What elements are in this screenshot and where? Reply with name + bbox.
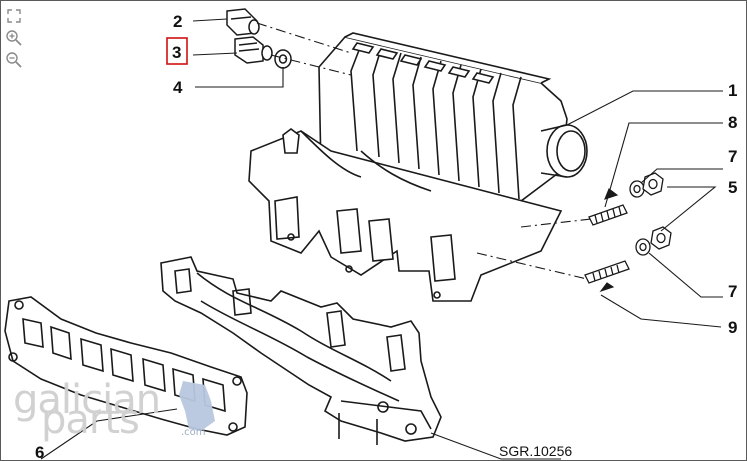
intake-manifold	[248, 32, 588, 302]
zoom-in-icon[interactable]	[5, 29, 27, 47]
callout-5[interactable]: 5	[728, 178, 737, 197]
nut-5b	[650, 226, 672, 250]
zoom-out-icon[interactable]	[5, 51, 27, 69]
washer-7a	[629, 180, 645, 198]
callout-2[interactable]: 2	[173, 12, 182, 31]
stud-8	[588, 204, 628, 226]
fit-page-icon[interactable]	[5, 7, 27, 25]
nut-5a	[642, 172, 664, 196]
callout-8[interactable]: 8	[728, 113, 737, 132]
callout-1[interactable]: 1	[728, 81, 737, 100]
callout-6[interactable]: 6	[35, 443, 44, 460]
exhaust-manifold	[160, 256, 442, 445]
callout-3[interactable]: 3	[172, 43, 181, 62]
sensor-2	[226, 8, 260, 36]
watermark-map-shape	[179, 381, 215, 431]
callout-3-highlight	[166, 37, 188, 65]
stud-9	[584, 260, 630, 284]
callout-4[interactable]: 4	[173, 78, 183, 97]
watermark-brand-bottom: parts	[41, 397, 139, 443]
leader-lines	[40, 18, 723, 460]
sensor-3	[234, 36, 273, 64]
watermark-brand-top: galician	[13, 377, 160, 423]
watermark-logo: galician parts .com	[13, 377, 215, 443]
callout-7a[interactable]: 7	[728, 147, 737, 166]
callout-9[interactable]: 9	[728, 318, 737, 337]
watermark-suffix: .com	[181, 427, 206, 438]
drawing-reference: SGR.10256	[499, 443, 572, 459]
washer-4	[274, 49, 292, 69]
callout-7b[interactable]: 7	[728, 282, 737, 301]
manifold-gasket	[4, 296, 248, 436]
washer-7b	[635, 238, 651, 256]
